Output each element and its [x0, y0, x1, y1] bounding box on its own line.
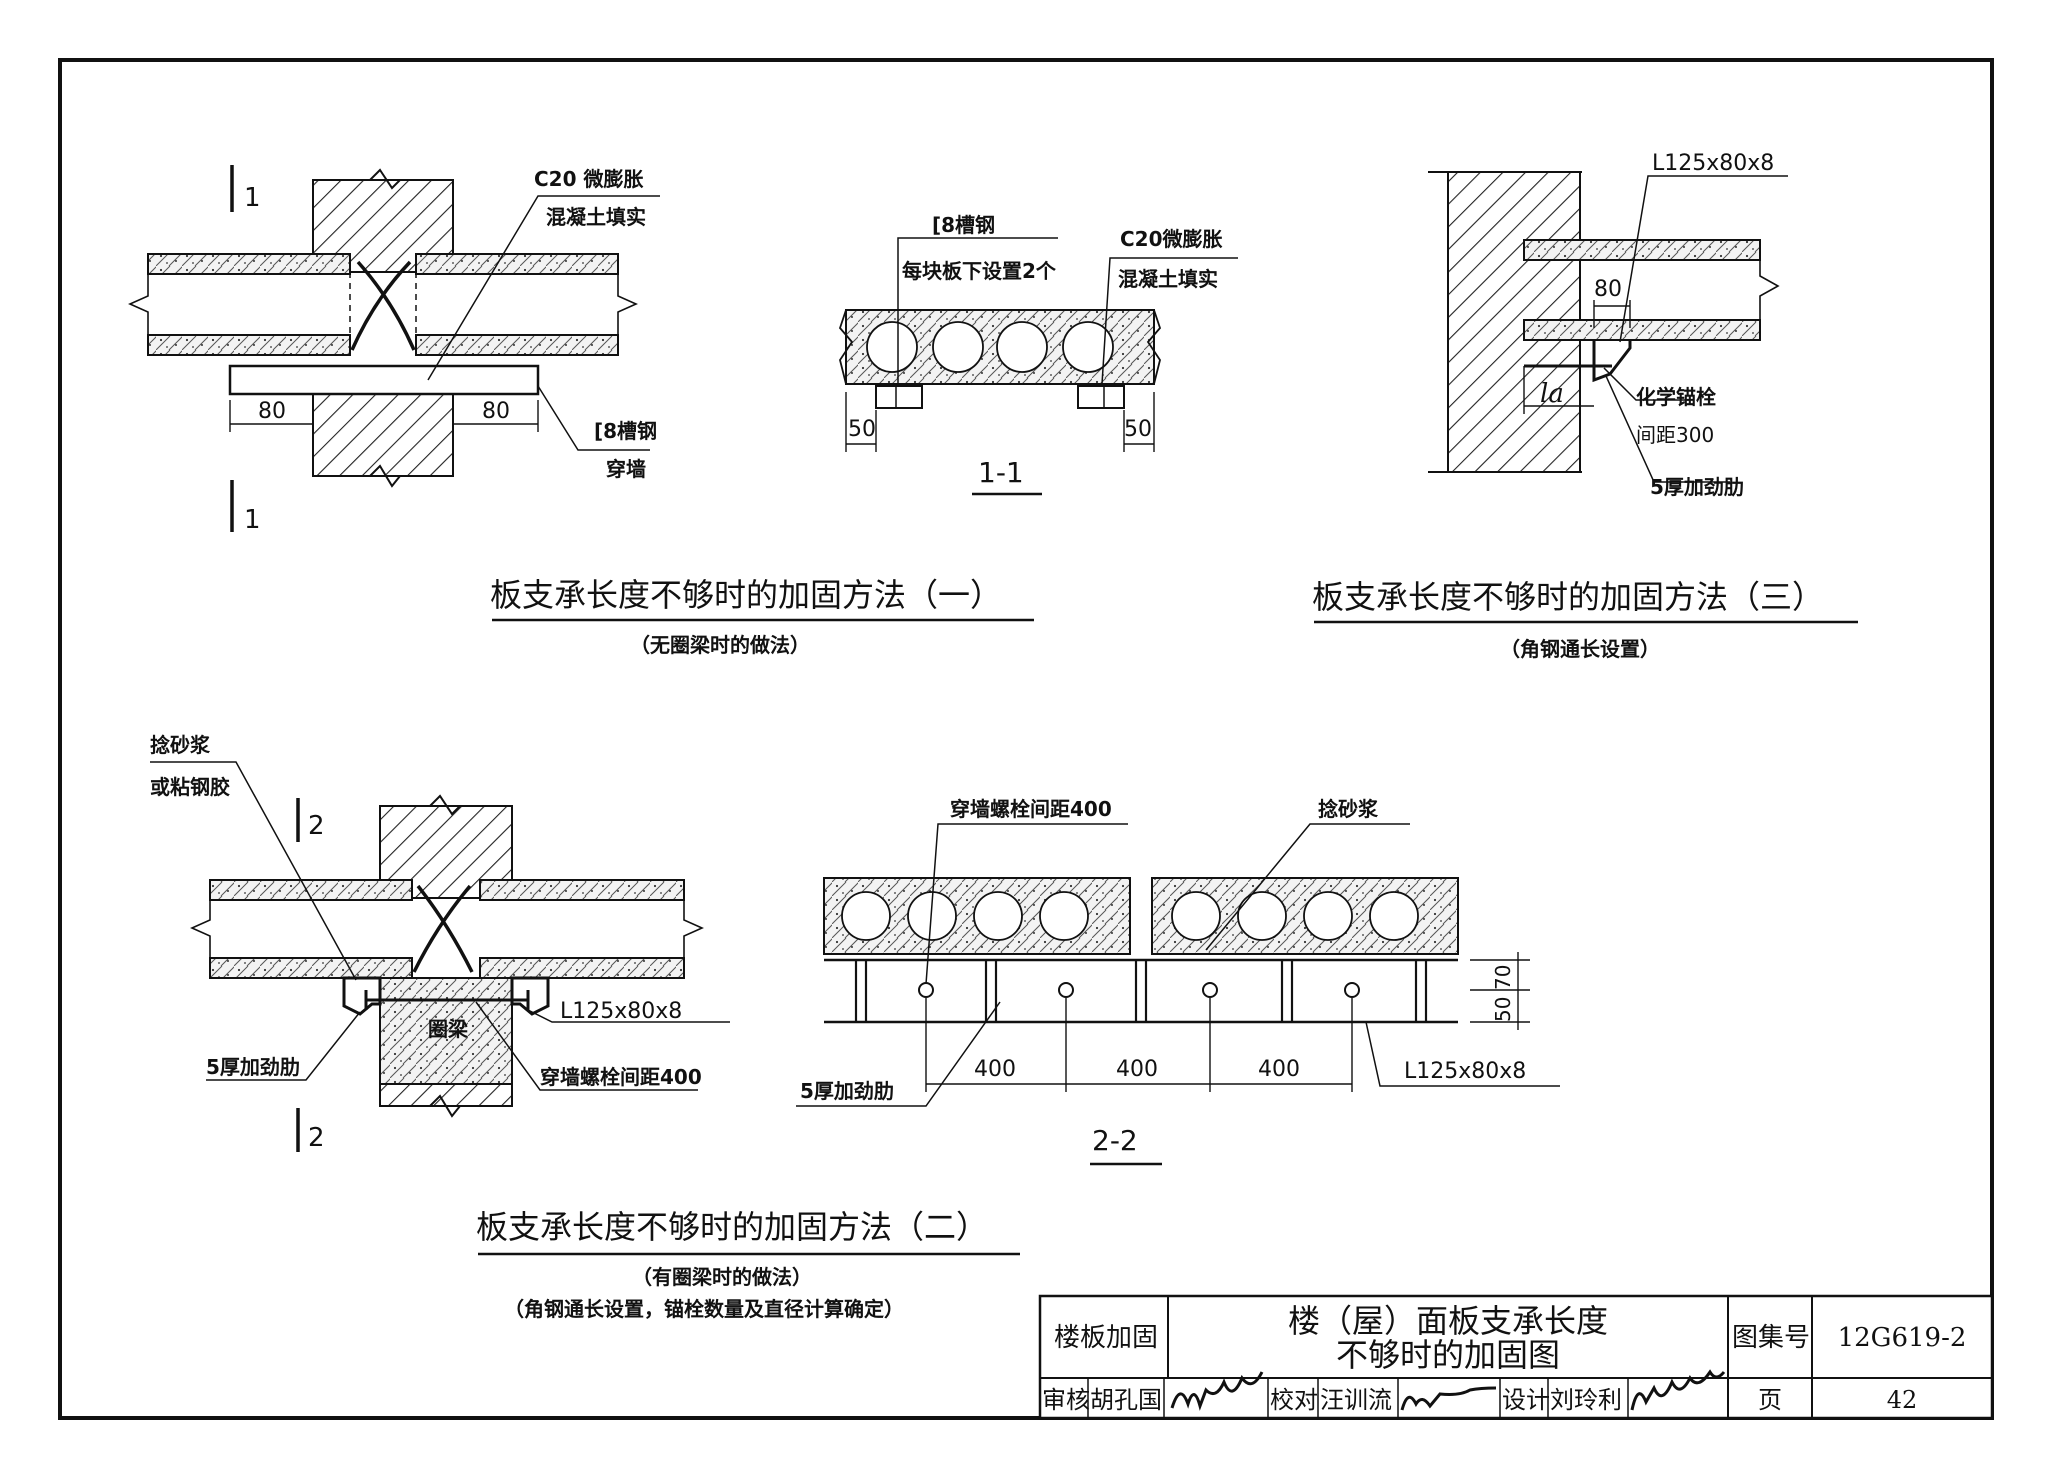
- angle-left: [342, 976, 382, 1016]
- note-mortar-l2: 或粘钢胶: [150, 775, 230, 799]
- drawing-title-l1: 楼（屋）面板支承长度: [1288, 1302, 1608, 1340]
- title-block: 楼板加固 楼（屋）面板支承长度 不够时的加固图 图集号 12G619-2 审核 …: [1038, 1294, 1994, 1420]
- note-bolt: 穿墙螺栓间距400: [540, 1065, 702, 1089]
- channel-steel: [228, 364, 540, 396]
- reviewer-name: 胡孔国: [1090, 1386, 1162, 1414]
- section-label-2-2: 2-2: [1092, 1124, 1138, 1157]
- atlas-number: 12G619-2: [1838, 1323, 1967, 1353]
- dim-right-80: 80: [482, 399, 510, 424]
- caption-method-3: 板支承长度不够时的加固方法（三）: [1312, 578, 1824, 616]
- slab-bottom-left: [147, 334, 351, 356]
- checker-name: 汪训流: [1320, 1386, 1392, 1414]
- slab-bottom-right: [415, 334, 619, 356]
- dim-50: 50: [1491, 997, 1515, 1022]
- la-label: la: [1540, 379, 1564, 409]
- wall-break-top: [313, 168, 453, 190]
- note-stiffener: 5厚加劲肋: [800, 1079, 894, 1103]
- channel-under-right: [1077, 385, 1125, 409]
- sheet-border: [58, 58, 1994, 1420]
- ring-beam: [379, 977, 513, 1085]
- dim-80: 80: [1594, 277, 1622, 302]
- crossed-bars: [412, 884, 474, 973]
- slab-bottom: [1523, 319, 1761, 341]
- method-3-detail: 80 la L125x80x8 化学锚栓 间距300 5厚加劲肋: [1428, 151, 1788, 499]
- caption-method-1: 板支承长度不够时的加固方法（一）: [490, 576, 1002, 614]
- note-channel-l1: [8槽钢: [594, 419, 657, 443]
- note-c20-l1: C20 微膨胀: [534, 167, 643, 191]
- review-label: 审核: [1042, 1386, 1090, 1414]
- dim-50-left: 50: [848, 417, 876, 442]
- angle-right: [510, 976, 550, 1016]
- section-mark-2-bottom: 2: [308, 1123, 325, 1153]
- dim-50-right: 50: [1124, 417, 1152, 442]
- page-label: 页: [1758, 1386, 1782, 1414]
- slab-bottom-left: [209, 957, 413, 979]
- wall-lower: [312, 393, 454, 477]
- ring-beam-label: 圈梁: [428, 1017, 469, 1041]
- note-angle: L125x80x8: [1404, 1059, 1526, 1084]
- caption-method-1-sub: （无圈梁时的做法）: [630, 633, 810, 657]
- caption-method-2-sub2: （角钢通长设置，锚栓数量及直径计算确定）: [504, 1297, 904, 1321]
- note-bolt: 穿墙螺栓间距400: [950, 797, 1112, 821]
- channel-under-left: [875, 385, 923, 409]
- slab-top: [1523, 239, 1761, 261]
- section-mark-1-bottom: 1: [244, 505, 261, 535]
- note-angle: L125x80x8: [1652, 151, 1774, 176]
- page-number: 42: [1887, 1386, 1918, 1414]
- break-left: [128, 254, 149, 355]
- slab-top-right: [479, 879, 685, 901]
- section-label-1-1: 1-1: [978, 456, 1024, 489]
- caption-method-3-sub: （角钢通长设置）: [1500, 637, 1660, 661]
- section-2-2: 50 70 400 400 400 穿墙螺栓间距400 捻砂浆 5厚加劲肋 L1…: [796, 797, 1560, 1166]
- bolt-hole: [1202, 982, 1218, 998]
- note-mortar-l1: 捻砂浆: [150, 733, 211, 757]
- spacing-400-3: 400: [1258, 1057, 1300, 1082]
- dim-70: 70: [1491, 965, 1515, 990]
- note-angle: L125x80x8: [560, 999, 682, 1024]
- note-c20-l2: 混凝土填实: [1118, 267, 1218, 291]
- checker-signature: [1400, 1386, 1497, 1411]
- drawing-title-l2: 不够时的加固图: [1336, 1336, 1560, 1374]
- bolt-hole: [1058, 982, 1074, 998]
- designer-name: 刘玲利: [1550, 1386, 1622, 1414]
- design-label: 设计: [1502, 1386, 1550, 1414]
- bolt-hole: [918, 982, 934, 998]
- note-anchor-l2: 间距300: [1636, 423, 1714, 447]
- check-label: 校对: [1270, 1386, 1318, 1414]
- note-channel-l1: [8槽钢: [932, 213, 995, 237]
- section-mark-1-top: 1: [244, 183, 261, 213]
- note-c20-l2: 混凝土填实: [546, 205, 646, 229]
- break-right: [617, 254, 638, 355]
- note-mortar: 捻砂浆: [1318, 797, 1379, 821]
- note-stiffener: 5厚加劲肋: [206, 1055, 300, 1079]
- bolt-hole: [1344, 982, 1360, 998]
- spacing-400-1: 400: [974, 1057, 1016, 1082]
- note-channel-l2: 穿墙: [606, 457, 646, 481]
- angle-steel: [1592, 340, 1632, 383]
- wall-lower: [379, 1083, 513, 1107]
- caption-method-2-sub1: （有圈梁时的做法）: [632, 1265, 812, 1289]
- note-c20-l1: C20微膨胀: [1120, 227, 1223, 251]
- slab-top-left: [147, 253, 351, 275]
- method-2-detail: 圈梁 2 2 捻砂浆 或粘钢胶 L125x80x8 5厚加劲肋 穿墙螺栓间距40…: [150, 733, 730, 1153]
- dim-left-80: 80: [258, 399, 286, 424]
- section-mark-2-top: 2: [308, 811, 325, 841]
- crossed-bars: [350, 260, 416, 351]
- method-1-detail: 80 80 1 1 C20 微膨胀 混凝土填实 [8槽钢 穿墙: [128, 165, 660, 535]
- section-1-1: [8槽钢 每块板下设置2个 C20微膨胀 混凝土填实 50 50 1-1: [838, 213, 1238, 496]
- reviewer-signature: [1170, 1371, 1264, 1411]
- note-anchor-l1: 化学锚栓: [1636, 385, 1716, 409]
- caption-method-2: 板支承长度不够时的加固方法（二）: [476, 1208, 988, 1246]
- slab-top-right: [415, 253, 619, 275]
- atlas-label: 图集号: [1732, 1323, 1810, 1353]
- designer-signature: [1630, 1369, 1726, 1411]
- note-channel-l2: 每块板下设置2个: [902, 259, 1057, 283]
- slab-bottom-right: [479, 957, 685, 979]
- spacing-400-2: 400: [1116, 1057, 1158, 1082]
- note-stiffener: 5厚加劲肋: [1650, 475, 1744, 499]
- category-label: 楼板加固: [1054, 1323, 1158, 1353]
